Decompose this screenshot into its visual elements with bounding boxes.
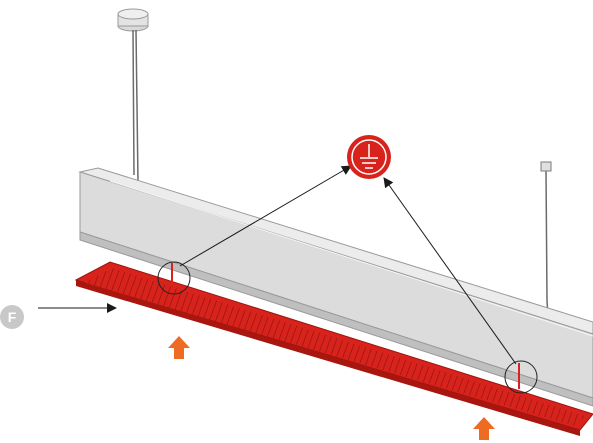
red-diffuser: [74, 261, 593, 436]
earth-connection-left: [157, 261, 191, 295]
push-up-arrow-icon: [168, 336, 190, 359]
wire-clip: [540, 161, 552, 172]
push-up-arrow-icon: [473, 417, 495, 440]
ceiling-canopy: [117, 8, 149, 32]
earth-connection-right: [504, 360, 538, 394]
leader-lines: [38, 165, 517, 365]
protective-earth-icon: [347, 135, 391, 179]
callout-badge-f: F: [0, 305, 24, 329]
